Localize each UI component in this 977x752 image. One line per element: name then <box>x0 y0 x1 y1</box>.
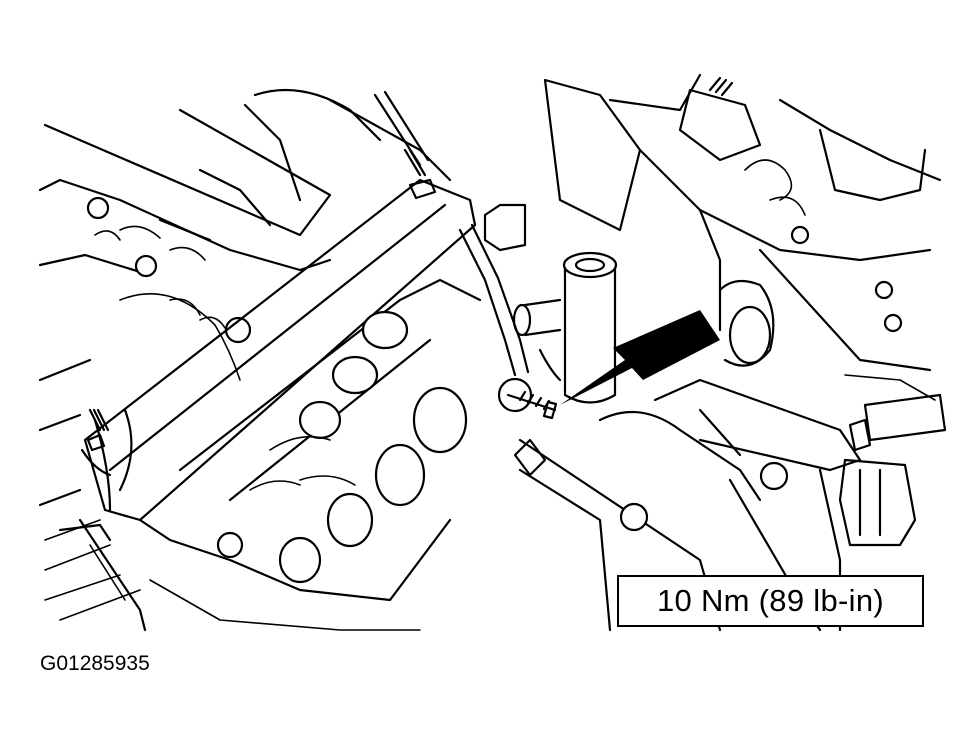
torque-spec-label: 10 Nm (89 lb-in) <box>656 583 885 618</box>
lower-left-bracket <box>58 518 147 632</box>
right-engine-block <box>543 73 942 372</box>
intake-runners <box>138 278 482 602</box>
left-cylinder-head <box>38 108 421 631</box>
torque-callout-box: 10 Nm (89 lb-in) <box>617 575 924 627</box>
valve-cover <box>83 88 477 522</box>
electrical-connector <box>838 374 947 547</box>
sensor-bracket <box>373 90 558 420</box>
arrow-icon <box>560 310 720 405</box>
coolant-pipe <box>483 203 618 404</box>
figure-id-label: G01285935 <box>40 652 150 675</box>
